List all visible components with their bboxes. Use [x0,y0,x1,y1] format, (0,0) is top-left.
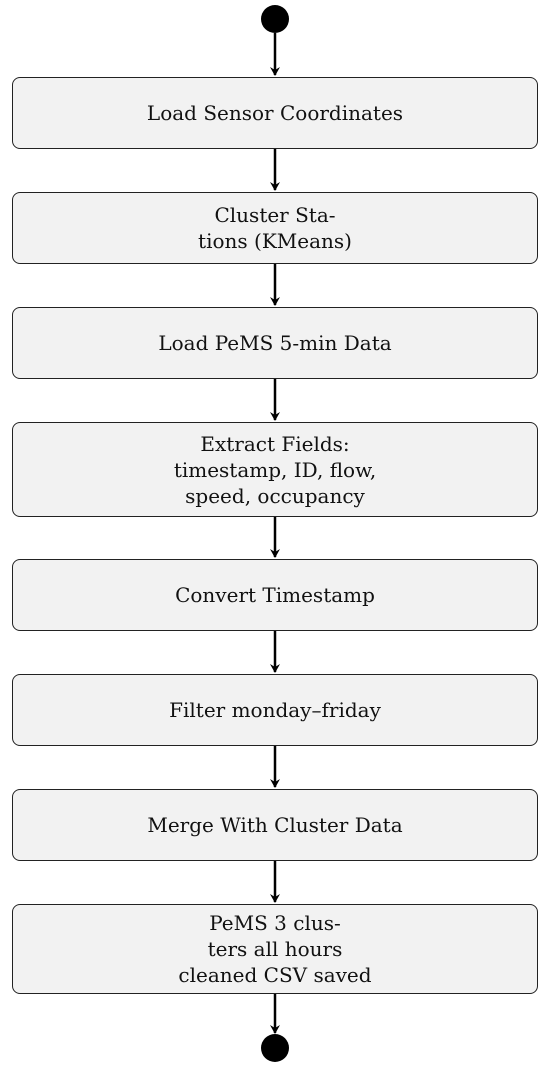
step-label-line: Extract Fields: [200,431,350,456]
step-save-cleaned-csv: PeMS 3 clus- ters all hours cleaned CSV … [12,904,538,994]
step-load-pems-data: Load PeMS 5-min Data [12,307,538,379]
start-node [261,5,289,33]
step-extract-fields: Extract Fields: timestamp, ID, flow, spe… [12,422,538,517]
step-label-line: speed, occupancy [185,483,365,508]
step-label-line: PeMS 3 clus- [209,911,341,935]
step-label-line: Filter monday–friday [169,698,381,722]
step-label-line: Convert Timestamp [175,583,375,607]
step-label-line: cleaned CSV saved [178,963,372,987]
step-label-line: timestamp, ID, flow, [173,457,377,482]
step-label-line: tions (KMeans) [198,229,352,253]
step-label-line: Load Sensor Coordinates [146,101,404,125]
step-label-line: Merge With Cluster Data [147,813,403,837]
step-label-line: Cluster Sta- [214,203,336,227]
step-load-sensor-coordinates: Load Sensor Coordinates [12,77,538,149]
step-filter-weekdays: Filter monday–friday [12,674,538,746]
step-label-line: ters all hours [207,937,343,961]
step-merge-cluster-data: Merge With Cluster Data [12,789,538,861]
step-convert-timestamp: Convert Timestamp [12,559,538,631]
end-node [261,1034,289,1062]
step-cluster-stations: Cluster Sta- tions (KMeans) [12,192,538,264]
step-label-line: Load PeMS 5-min Data [158,331,392,355]
